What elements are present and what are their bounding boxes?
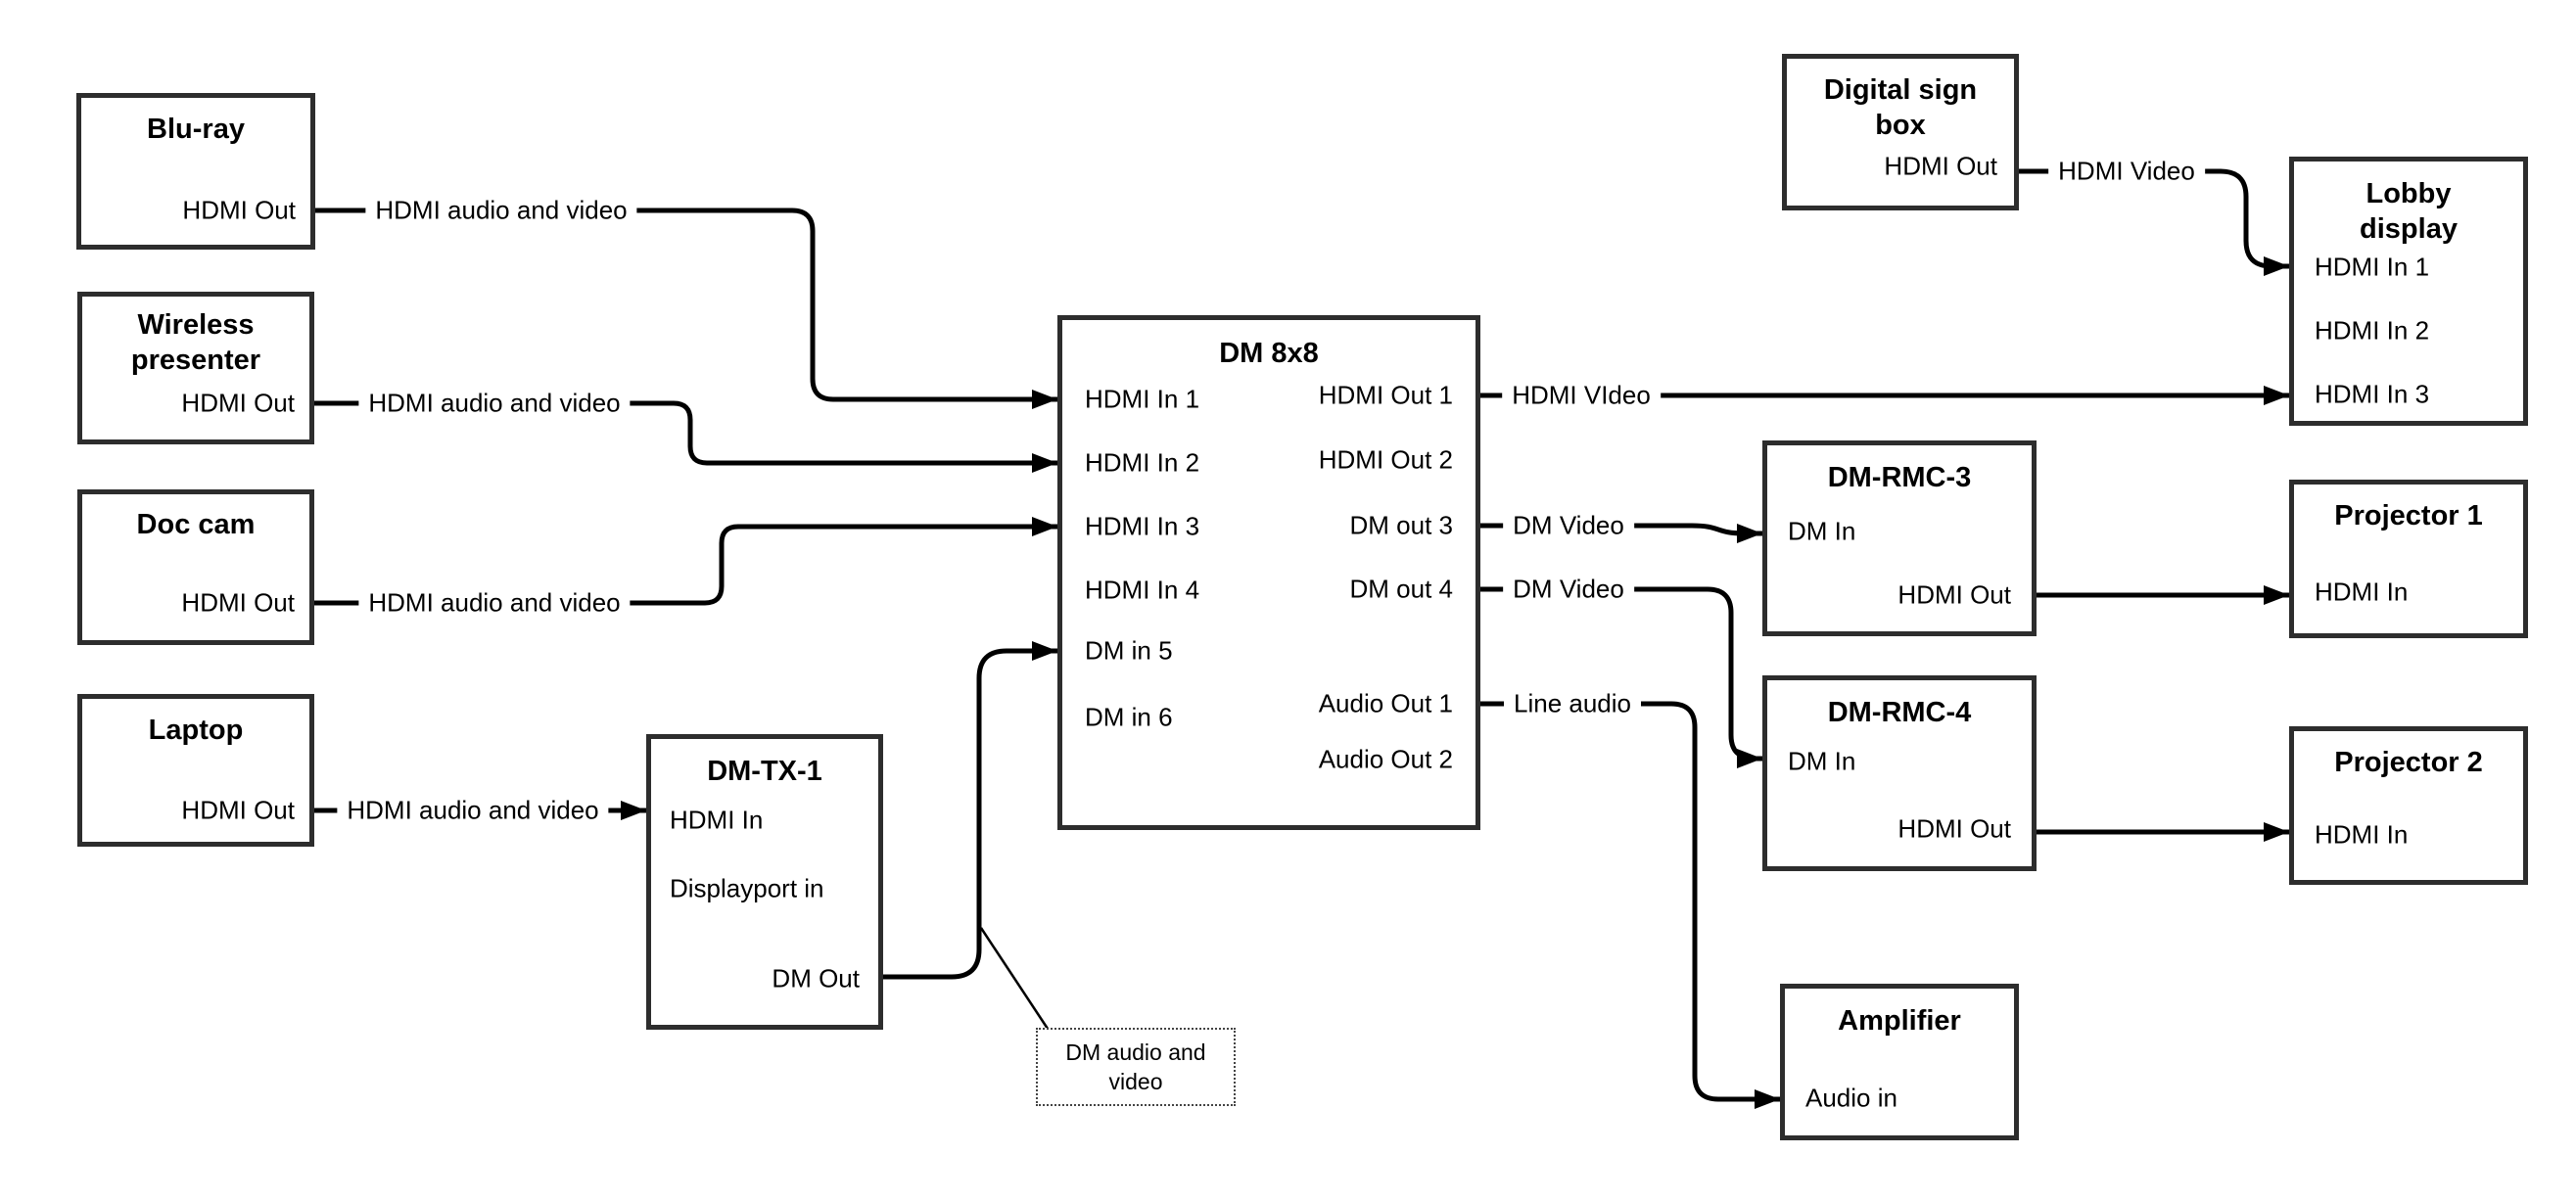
node-title-line: Amplifier bbox=[1838, 1005, 1961, 1037]
node-wireless-presenter bbox=[77, 292, 314, 444]
node-title-line: Doc cam bbox=[136, 509, 256, 540]
edge-doccam-to-dm8x8-in3 bbox=[314, 517, 1057, 606]
port-dm-8x8-hdmi-in-1: HDMI In 1 bbox=[1085, 384, 1200, 414]
node-title-projector-1: Projector 1 bbox=[2289, 498, 2528, 533]
port-digital-sign-box-hdmi-out: HDMI Out bbox=[1884, 151, 1997, 181]
port-dm-8x8-dm-out-4: DM out 4 bbox=[1349, 574, 1454, 604]
node-title-blu-ray: Blu-ray bbox=[76, 112, 315, 147]
edge-label-dm8x8-out4-to-dmrmc4: DM Video bbox=[1503, 574, 1634, 605]
edge-label-doccam-to-dm8x8-in3: HDMI audio and video bbox=[358, 587, 631, 619]
node-projector-2 bbox=[2289, 726, 2528, 885]
node-title-dm-rmc-4: DM-RMC-4 bbox=[1762, 695, 2037, 730]
node-title-digital-sign-box: Digital sign box bbox=[1782, 72, 2019, 143]
node-title-line: Lobby bbox=[2365, 178, 2452, 209]
node-title-line: DM-TX-1 bbox=[707, 756, 822, 787]
port-dm-8x8-hdmi-in-3: HDMI In 3 bbox=[1085, 511, 1200, 541]
edge-label-dm8x8-audio1-to-amp: Line audio bbox=[1504, 688, 1641, 719]
edge-dm8x8-audio1-to-amp bbox=[1480, 701, 1780, 1109]
node-title-line: Blu-ray bbox=[147, 114, 245, 145]
node-doc-cam bbox=[77, 489, 314, 645]
port-dm-8x8-hdmi-out-1: HDMI Out 1 bbox=[1318, 380, 1453, 410]
port-wireless-presenter-hdmi-out: HDMI Out bbox=[181, 388, 295, 418]
node-title-dm-tx-1: DM-TX-1 bbox=[646, 754, 883, 789]
node-title-line: Laptop bbox=[148, 715, 244, 746]
port-dm-8x8-hdmi-out-2: HDMI Out 2 bbox=[1318, 444, 1453, 475]
port-lobby-display-hdmi-in-3: HDMI In 3 bbox=[2315, 379, 2430, 409]
port-dm-8x8-dm-in-6: DM in 6 bbox=[1085, 702, 1173, 732]
edge-label-laptop-to-dmtx1: HDMI audio and video bbox=[337, 795, 609, 826]
edge-dm8x8-out4-to-dmrmc4 bbox=[1480, 586, 1762, 768]
port-dm-8x8-dm-in-5: DM in 5 bbox=[1085, 635, 1173, 666]
port-dm-rmc-4-hdmi-out: HDMI Out bbox=[1897, 813, 2011, 844]
annotation-text-line: DM audio and bbox=[1065, 1039, 1206, 1065]
node-title-line: Wireless bbox=[137, 309, 255, 341]
edge-wireless-to-dm8x8-in2 bbox=[314, 400, 1057, 473]
node-dm-rmc-3 bbox=[1762, 440, 2037, 636]
node-title-line: box bbox=[1875, 110, 1926, 141]
port-projector-2-hdmi-in: HDMI In bbox=[2315, 819, 2409, 850]
port-dm-tx-1-dm-out: DM Out bbox=[772, 963, 860, 993]
port-dm-8x8-hdmi-in-2: HDMI In 2 bbox=[1085, 447, 1200, 478]
port-dm-rmc-3-hdmi-out: HDMI Out bbox=[1897, 579, 2011, 610]
node-title-projector-2: Projector 2 bbox=[2289, 745, 2528, 780]
node-title-line: DM-RMC-4 bbox=[1827, 697, 1972, 728]
node-digital-sign-box bbox=[1782, 54, 2019, 210]
node-title-doc-cam: Doc cam bbox=[77, 507, 314, 542]
port-dm-8x8-dm-out-3: DM out 3 bbox=[1349, 510, 1454, 540]
node-title-line: Projector 2 bbox=[2334, 747, 2483, 778]
edge-label-dm8x8-out3-to-dmrmc3: DM Video bbox=[1503, 510, 1634, 541]
node-laptop bbox=[77, 694, 314, 847]
node-dm-rmc-4 bbox=[1762, 675, 2037, 871]
port-lobby-display-hdmi-in-1: HDMI In 1 bbox=[2315, 252, 2430, 282]
node-title-line: Projector 1 bbox=[2334, 500, 2483, 531]
annotation-dm-audio-video: DM audio and video bbox=[1036, 1028, 1236, 1106]
node-blu-ray bbox=[76, 93, 315, 250]
annotation-callout-line bbox=[979, 927, 1052, 1033]
node-title-line: presenter bbox=[130, 345, 261, 376]
annotation-text-line: video bbox=[1108, 1069, 1163, 1094]
port-dm-tx-1-hdmi-in: HDMI In bbox=[670, 805, 764, 835]
node-title-dm-rmc-3: DM-RMC-3 bbox=[1762, 460, 2037, 495]
port-dm-rmc-4-dm-in: DM In bbox=[1788, 746, 1856, 776]
port-projector-1-hdmi-in: HDMI In bbox=[2315, 577, 2409, 607]
node-title-line: DM-RMC-3 bbox=[1827, 462, 1972, 493]
port-dm-8x8-audio-out-1: Audio Out 1 bbox=[1318, 688, 1453, 718]
node-title-laptop: Laptop bbox=[77, 713, 314, 748]
edge-bluray-to-dm8x8-in1 bbox=[315, 208, 1057, 409]
edge-label-bluray-to-dm8x8-in1: HDMI audio and video bbox=[365, 195, 637, 226]
port-dm-rmc-3-dm-in: DM In bbox=[1788, 516, 1856, 546]
port-dm-8x8-audio-out-2: Audio Out 2 bbox=[1318, 744, 1453, 774]
port-laptop-hdmi-out: HDMI Out bbox=[181, 795, 295, 825]
port-blu-ray-hdmi-out: HDMI Out bbox=[182, 195, 296, 225]
edge-dmtx1-to-dm8x8-in5 bbox=[883, 641, 1057, 980]
node-dm-tx-1 bbox=[646, 734, 883, 1030]
node-title-line: DM 8x8 bbox=[1219, 338, 1319, 369]
edge-label-digisign-to-lobby-in1: HDMI Video bbox=[2048, 156, 2205, 187]
port-amplifier-audio-in: Audio in bbox=[1805, 1083, 1897, 1113]
edge-label-wireless-to-dm8x8-in2: HDMI audio and video bbox=[358, 388, 631, 419]
node-dm-8x8 bbox=[1057, 315, 1480, 830]
node-title-wireless-presenter: Wireless presenter bbox=[77, 307, 314, 378]
port-dm-8x8-hdmi-in-4: HDMI In 4 bbox=[1085, 575, 1200, 605]
port-doc-cam-hdmi-out: HDMI Out bbox=[181, 587, 295, 618]
node-title-amplifier: Amplifier bbox=[1780, 1003, 2019, 1039]
edge-dm8x8-out3-to-dmrmc3 bbox=[1480, 523, 1762, 543]
edge-digisign-to-lobby-in1 bbox=[2019, 168, 2289, 276]
node-title-line: display bbox=[2360, 213, 2458, 245]
port-dm-tx-1-displayport-in: Displayport in bbox=[670, 873, 824, 903]
port-lobby-display-hdmi-in-2: HDMI In 2 bbox=[2315, 315, 2430, 346]
node-lobby-display bbox=[2289, 157, 2528, 426]
node-title-line: Digital sign bbox=[1823, 74, 1978, 106]
node-title-lobby-display: Lobby display bbox=[2289, 176, 2528, 247]
edge-label-dm8x8-out1-to-lobby-in3: HDMI VIdeo bbox=[1502, 380, 1661, 411]
node-amplifier bbox=[1780, 984, 2019, 1140]
node-projector-1 bbox=[2289, 480, 2528, 638]
node-title-dm-8x8: DM 8x8 bbox=[1057, 336, 1480, 371]
